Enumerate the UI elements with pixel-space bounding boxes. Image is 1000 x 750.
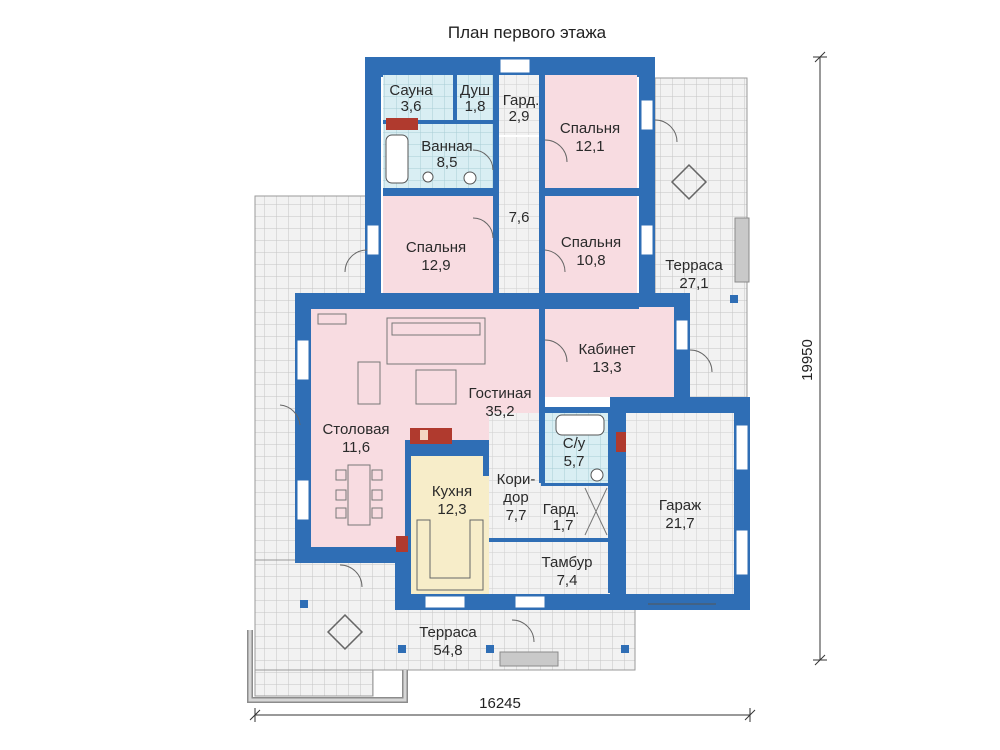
label-terrace-right-area: 27,1 (679, 275, 708, 292)
label-terrace-right-name: Терраса (665, 257, 723, 274)
label-shower-area: 1,8 (465, 98, 486, 115)
label-bathroom-area: 8,5 (437, 154, 458, 171)
label-kitchen-area: 12,3 (437, 501, 466, 518)
label-study-area: 13,3 (592, 359, 621, 376)
room-wardrobe-top (499, 75, 539, 135)
label-sauna-area: 3,6 (401, 98, 422, 115)
label-wardrobe-bottom-name: Гард. (543, 501, 580, 518)
plan-title: План первого этажа (448, 23, 607, 42)
label-bedroom-3-area: 10,8 (576, 252, 605, 269)
label-corridor-name-1: Кори- (497, 471, 536, 488)
windows (296, 58, 749, 609)
label-bedroom-2-name: Спальня (406, 239, 466, 256)
fixtures (279, 118, 738, 653)
label-wc-name: С/у (563, 435, 586, 452)
room-bedroom-1 (545, 75, 637, 188)
room-hall (499, 137, 539, 297)
label-wardrobe-bottom-area: 1,7 (553, 517, 574, 534)
label-garage-name: Гараж (659, 497, 701, 514)
label-vestibule-area: 7,4 (557, 572, 578, 589)
label-hall-area: 7,6 (509, 209, 530, 226)
label-bedroom-2-area: 12,9 (421, 257, 450, 274)
room-bedroom-3 (545, 196, 637, 296)
label-sauna-name: Сауна (389, 82, 433, 99)
room-vestibule (489, 541, 610, 594)
room-labels: Сауна 3,6 Душ 1,8 Гард. 2,9 Спальня 12,1… (322, 82, 723, 659)
room-bedroom-2 (383, 196, 493, 296)
room-corridor (489, 413, 541, 541)
room-shower (457, 75, 493, 120)
label-living-name: Гостиная (469, 385, 532, 402)
label-corridor-area: 7,7 (506, 507, 527, 524)
label-bathroom-name: Ванная (421, 138, 472, 155)
label-study-name: Кабинет (578, 341, 635, 358)
dimension-height: 19950 (799, 339, 816, 381)
label-kitchen-name: Кухня (432, 483, 472, 500)
room-garage (626, 413, 734, 594)
label-vestibule-name: Тамбур (542, 554, 593, 571)
label-bedroom-3-name: Спальня (561, 234, 621, 251)
label-dining-name: Столовая (322, 421, 389, 438)
dimension-width: 16245 (479, 695, 521, 712)
dimension-lines (249, 51, 827, 722)
label-terrace-front-name: Терраса (419, 624, 477, 641)
label-garage-area: 21,7 (665, 515, 694, 532)
label-dining-area: 11,6 (342, 439, 370, 456)
label-corridor-name-2: дор (503, 489, 528, 506)
label-wardrobe-top-area: 2,9 (509, 108, 530, 125)
room-kitchen (411, 456, 489, 594)
interior-walls (381, 75, 639, 593)
label-bedroom-1-area: 12,1 (575, 138, 604, 155)
label-shower-name: Душ (460, 82, 490, 99)
room-sauna (383, 75, 453, 120)
room-study (545, 307, 674, 397)
label-wc-area: 5,7 (564, 453, 585, 470)
label-wardrobe-top-name: Гард. (503, 92, 540, 109)
label-living-area: 35,2 (485, 403, 514, 420)
label-terrace-front-area: 54,8 (433, 642, 462, 659)
label-bedroom-1-name: Спальня (560, 120, 620, 137)
